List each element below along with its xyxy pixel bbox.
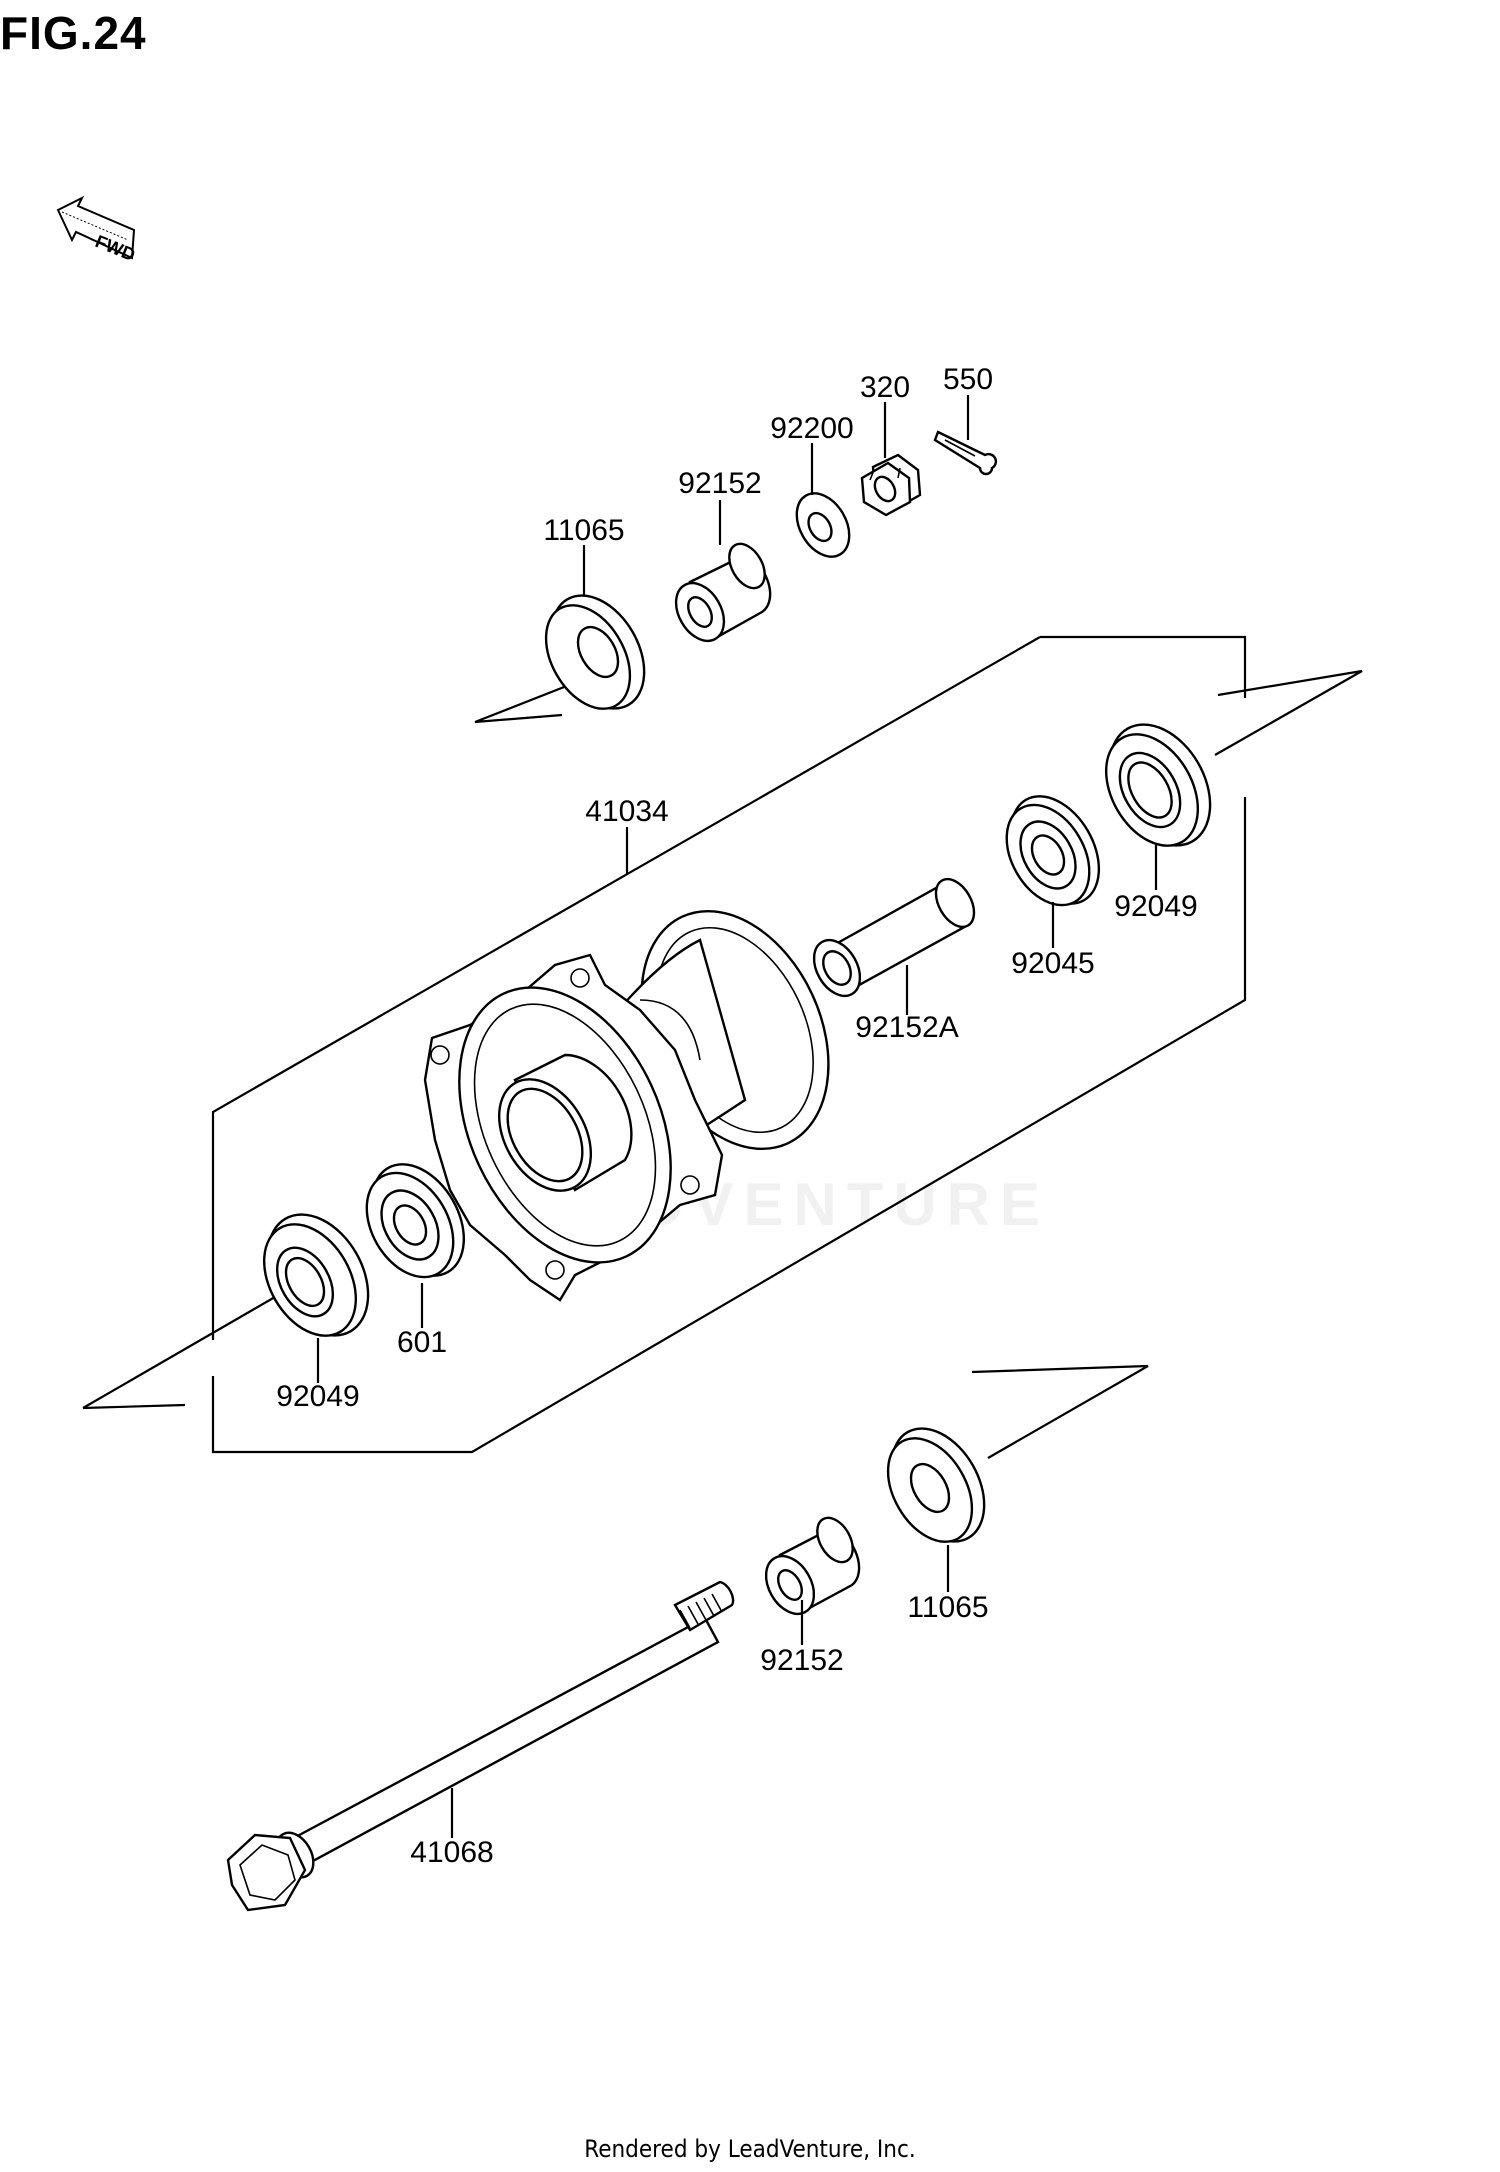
footer-credit: Rendered by LeadVenture, Inc. (584, 2135, 916, 2163)
fwd-arrow-icon: FWD (56, 195, 138, 265)
part-320[interactable] (860, 453, 922, 517)
part-92152-bottom[interactable] (756, 1512, 861, 1623)
callout-41068[interactable]: 41068 (410, 1836, 493, 1869)
part-550[interactable] (933, 430, 998, 476)
callout-92152A[interactable]: 92152A (855, 1011, 958, 1044)
part-92152A[interactable] (805, 872, 982, 1003)
part-92049-left[interactable] (245, 1197, 388, 1354)
callout-550[interactable]: 550 (943, 363, 993, 396)
callout-11065-bottom[interactable]: 11065 (907, 1591, 988, 1624)
part-41034-hub[interactable] (418, 881, 865, 1302)
figure-title: FIG.24 (0, 7, 147, 59)
callout-41034[interactable]: 41034 (585, 795, 668, 828)
leader-lines (316, 395, 1158, 1838)
part-92200[interactable] (786, 484, 860, 566)
part-11065-top[interactable] (529, 579, 663, 725)
assembly-outline (211, 635, 1247, 1454)
callout-92045[interactable]: 92045 (1011, 947, 1094, 980)
callout-92152-bottom[interactable]: 92152 (760, 1644, 843, 1677)
callout-92049-left[interactable]: 92049 (276, 1380, 359, 1413)
part-601[interactable] (349, 1148, 483, 1292)
callout-320[interactable]: 320 (860, 371, 910, 404)
part-92049-right[interactable] (1087, 707, 1230, 864)
part-11065-bottom[interactable] (871, 1412, 1003, 1558)
callout-92152-top[interactable]: 92152 (678, 467, 761, 500)
callout-92200[interactable]: 92200 (770, 412, 853, 445)
callout-labels: 11065 92152 92200 320 550 41034 92152A 9… (276, 363, 1197, 1869)
callout-92049-right[interactable]: 92049 (1114, 890, 1197, 923)
part-41068-axle[interactable] (226, 1580, 735, 1912)
callout-11065-top[interactable]: 11065 (543, 514, 624, 547)
part-92045[interactable] (990, 781, 1117, 920)
part-92152-top[interactable] (666, 538, 772, 650)
callout-601[interactable]: 601 (397, 1326, 447, 1359)
